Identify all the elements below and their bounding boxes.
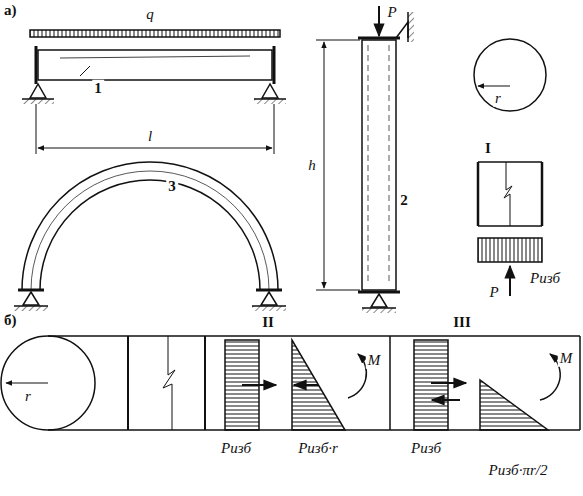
drawing-part [30, 84, 46, 98]
part-letter: б) [2, 312, 19, 329]
drawing-part [60, 56, 250, 58]
drawing-part [408, 12, 414, 42]
drawing-part [6, 383, 48, 384]
part-letter: а) [2, 2, 19, 19]
drawing-part [348, 354, 366, 398]
drawing-part [432, 399, 460, 401]
drawing-part [294, 384, 318, 386]
drawing-part [35, 46, 38, 84]
drawing-part [362, 40, 396, 290]
pressure-diagram [414, 340, 560, 430]
moment-label: M [366, 352, 383, 369]
drawing-part [163, 336, 175, 430]
drawing-part [38, 50, 272, 80]
drawing-part [14, 306, 48, 311]
drawing-part [274, 104, 275, 154]
pressure-diagram [225, 340, 366, 430]
callout-number: 2 [398, 192, 410, 209]
drawing-part [504, 162, 512, 226]
dimension-label: h [306, 157, 318, 174]
drawing-part [22, 162, 278, 290]
drawing-part [316, 40, 360, 41]
drawing-part [23, 292, 39, 305]
drawing-part [478, 238, 542, 262]
section-number: II [260, 314, 276, 331]
drawing-part [396, 22, 408, 38]
callout-number: 3 [166, 178, 178, 195]
drawing-part [480, 380, 548, 430]
moment-value: Pизб·r [296, 440, 340, 457]
force-label: P [487, 284, 500, 301]
drawing-part [478, 161, 542, 163]
drawing-part [204, 336, 206, 430]
drawing-part [22, 99, 54, 104]
drawing-part [22, 98, 54, 100]
drawing-part [389, 45, 390, 285]
drawing-part [261, 292, 277, 305]
drawing-part [414, 340, 448, 430]
drawing-part [431, 382, 466, 384]
drawing-part [14, 305, 48, 307]
drawing-part [316, 290, 360, 291]
drawing-part [362, 307, 396, 309]
drawing-part [324, 42, 325, 288]
dimension-line [316, 40, 360, 290]
drawing-part [40, 180, 260, 290]
drawing-part [407, 12, 409, 42]
drawing-part [477, 162, 480, 226]
force-label: P [385, 4, 398, 21]
arch-pipe [14, 162, 286, 311]
drawing-part [242, 384, 276, 386]
section-number: I [483, 140, 493, 157]
column-pipe [358, 6, 414, 313]
drawing-part [579, 336, 581, 430]
drawing-part [368, 45, 369, 285]
radius-label: r [23, 388, 33, 405]
drawing-part [389, 336, 391, 430]
drawing-part [254, 99, 286, 104]
drawing-part [262, 84, 278, 98]
drawing-part [38, 148, 272, 149]
drawing-part [254, 98, 286, 100]
section-frame [1, 336, 580, 430]
radius-label: r [493, 90, 503, 107]
drawing-part [509, 266, 511, 296]
drawing-part [478, 86, 510, 87]
drawing-part [371, 294, 387, 307]
beam-pipe [22, 46, 286, 104]
moment-value: Pизб·πr/2 [487, 462, 550, 479]
drawing-part [474, 39, 546, 111]
drawing-part [36, 104, 37, 154]
dimension-label: l [146, 128, 154, 145]
drawing-part [80, 66, 90, 76]
drawing-part [541, 162, 544, 226]
drawing-part [378, 6, 380, 36]
drawing-part [252, 305, 286, 307]
drawing-part [362, 308, 396, 313]
distributed-load [30, 30, 280, 37]
section-number: III [451, 314, 473, 331]
drawing-part [292, 340, 345, 430]
pressure-label: Pизб [409, 440, 443, 457]
drawing-part [127, 336, 129, 430]
cross-section [474, 39, 546, 111]
callout-number: 1 [92, 80, 104, 97]
pressure-label: Pизб [528, 270, 562, 287]
drawing-part [31, 171, 269, 290]
pressure-label: Pизб [219, 440, 253, 457]
moment-label: M [558, 350, 575, 367]
drawing-part [358, 37, 400, 40]
drawing-part [30, 30, 280, 37]
drawing-part [252, 306, 286, 311]
load-symbol: q [144, 6, 156, 23]
dimension-line [36, 104, 274, 154]
drawing-part [273, 46, 276, 84]
drawing-part [1, 336, 95, 430]
